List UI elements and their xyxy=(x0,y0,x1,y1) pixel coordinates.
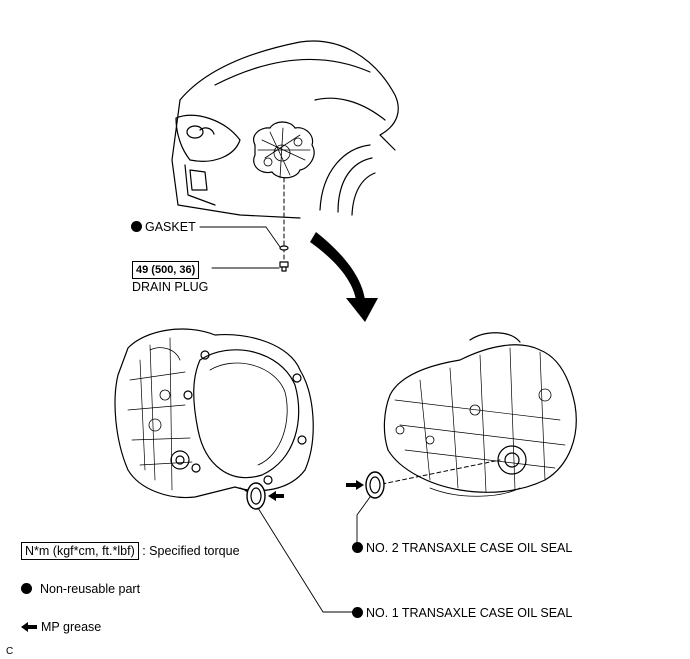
seal-1-label: NO. 1 TRANSAXLE CASE OIL SEAL xyxy=(352,606,572,620)
seal-1-leader xyxy=(257,507,354,613)
non-reusable-dot-icon xyxy=(352,542,363,553)
drain-plug-part xyxy=(279,261,289,272)
legend-non-reusable: Non-reusable part xyxy=(21,582,140,596)
torque-value-box: 49 (500, 36) xyxy=(132,261,200,279)
oil-seal-1-part xyxy=(246,482,266,510)
legend-torque-units: N*m (kgf*cm, ft.*lbf) xyxy=(21,542,139,560)
car-front-illustration xyxy=(171,40,399,219)
non-reusable-dot-icon xyxy=(21,583,32,594)
non-reusable-dot-icon xyxy=(131,221,142,232)
transaxle-left-illustration xyxy=(114,328,314,499)
gasket-leader xyxy=(199,226,281,248)
figure-code: C xyxy=(6,646,14,657)
mp-grease-arrow-seal-1 xyxy=(268,491,284,501)
seal-2-leader xyxy=(356,496,371,547)
mp-grease-arrow-seal-2 xyxy=(346,480,364,490)
oil-seal-2-part xyxy=(365,471,385,499)
gasket-label: GASKET xyxy=(131,220,196,234)
curved-arrow xyxy=(310,232,378,322)
drain-plug-torque-spec: 49 (500, 36) xyxy=(132,261,200,279)
legend-mp-grease: MP grease xyxy=(21,620,101,634)
legend-torque-desc: : Specified torque xyxy=(142,544,240,558)
legend-torque: N*m (kgf*cm, ft.*lbf) : Specified torque xyxy=(21,542,240,560)
seal-2-dashed-leader xyxy=(381,459,501,485)
non-reusable-dot-icon xyxy=(352,607,363,618)
transaxle-right-illustration xyxy=(383,332,577,497)
mp-grease-arrow-icon xyxy=(21,622,37,632)
gasket-part xyxy=(279,245,289,251)
drain-plug-label: DRAIN PLUG xyxy=(132,280,209,294)
seal-1-dashed-leader xyxy=(239,487,253,495)
seal-2-label: NO. 2 TRANSAXLE CASE OIL SEAL xyxy=(352,541,572,555)
